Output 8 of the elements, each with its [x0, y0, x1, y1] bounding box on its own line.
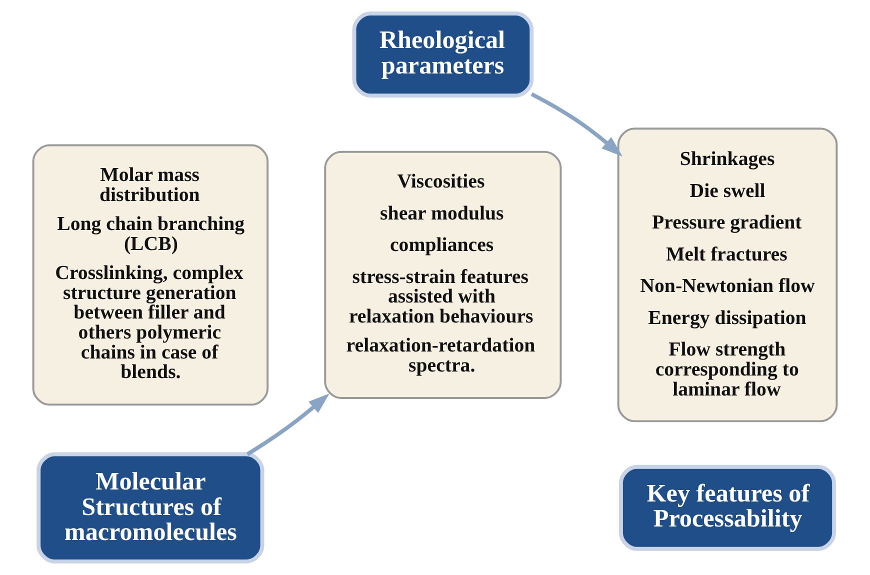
node-box: Molecular Structures of macromolecules — [36, 452, 264, 564]
arrow — [246, 394, 330, 456]
node-box: Molar mass distribution Long chain branching (LCB) Crosslinking, complex structure generation between filler and others polymeric chains in case of blends. — [32, 144, 269, 406]
arrow — [530, 92, 623, 157]
node-box: Shrinkages Die swell Pressure gradient Melt fractures Non-Newtonian flow Energy dissipation Flow strength corresponding to laminar flow — [617, 128, 838, 422]
node-box: Rheological parameters — [352, 12, 534, 98]
node-box: Key features of Processability — [618, 464, 836, 551]
node-box: Viscosities shear modulus compliances stress-strain features assisted with relaxation behaviours relaxation-retardation spectra. — [324, 150, 562, 400]
